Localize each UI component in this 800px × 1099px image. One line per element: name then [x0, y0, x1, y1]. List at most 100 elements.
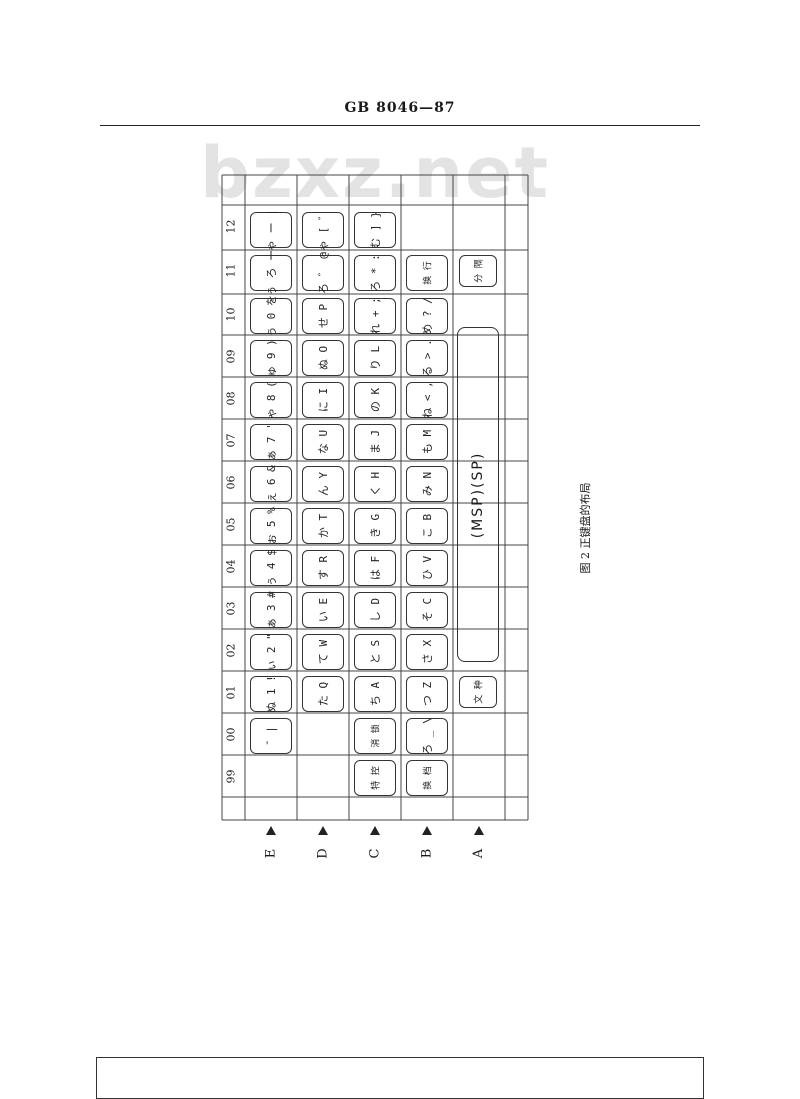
key-c00-xiaosuo[interactable]: 消 锁 — [354, 718, 396, 754]
arrow-up-icon — [266, 826, 276, 835]
space-bar-label: (MSP)(SP) — [470, 451, 486, 538]
key-c07[interactable]: ま J — [354, 424, 396, 460]
col-number-08: 08 — [224, 391, 238, 406]
key-label: す R — [317, 555, 330, 581]
key-label: 消 锁 — [371, 724, 382, 748]
key-b00[interactable]: ろ _ \ — [406, 717, 448, 755]
key-d04[interactable]: す R — [302, 550, 344, 586]
key-d08[interactable]: に I — [302, 382, 344, 418]
space-bar[interactable]: (MSP)(SP) — [457, 327, 499, 662]
key-d10[interactable]: せ P — [302, 298, 344, 334]
key-c10[interactable]: れ + ; — [354, 297, 396, 335]
key-label: せ P — [317, 303, 330, 329]
key-b06[interactable]: み N — [406, 466, 448, 502]
key-e07[interactable]: ぁ 7 ' — [250, 423, 292, 461]
key-d02[interactable]: て W — [302, 634, 344, 670]
key-label: ぅ 4 $ — [265, 549, 278, 587]
key-b01[interactable]: つ Z — [406, 676, 448, 712]
key-label: 分 隔 — [474, 259, 485, 283]
key-label: ¯ | — [264, 726, 278, 746]
col-number-10: 10 — [224, 307, 238, 322]
key-b09[interactable]: る > . — [406, 339, 448, 377]
key-e11[interactable]: ぅ ろ ー — [250, 250, 292, 296]
key-label: ろ ゛ @ — [317, 252, 330, 294]
key-e06[interactable]: ぇ 6 & — [250, 465, 292, 503]
key-d05[interactable]: か T — [302, 508, 344, 544]
key-e04[interactable]: ぅ 4 $ — [250, 549, 292, 587]
key-label: き G — [369, 513, 382, 539]
key-a11-fenge[interactable]: 分 隔 — [459, 255, 497, 287]
key-e09[interactable]: ゅ 9 ) — [250, 339, 292, 377]
key-label: め ? / — [421, 297, 434, 335]
page-header: GB 8046—87 — [344, 100, 456, 116]
key-e12[interactable]: ゃ ー | — [250, 209, 292, 251]
key-label: ね < , — [421, 381, 434, 419]
key-a01-wenzhong[interactable]: 文 种 — [459, 676, 497, 708]
key-d12[interactable]: ゃ [ ゛ — [302, 209, 344, 251]
key-e08[interactable]: ゃ 8 ( — [250, 381, 292, 419]
key-e05[interactable]: ぉ 5 % — [250, 507, 292, 545]
key-b04[interactable]: ひ V — [406, 550, 448, 586]
key-c05[interactable]: き G — [354, 508, 396, 544]
key-b10[interactable]: め ? / — [406, 297, 448, 335]
key-label: み N — [421, 471, 434, 497]
key-e00[interactable]: ¯ | — [250, 718, 292, 754]
key-b03[interactable]: そ C — [406, 592, 448, 628]
key-c06[interactable]: く H — [354, 466, 396, 502]
key-label: 换 档 — [423, 766, 434, 790]
key-label: ぅ 0 を — [265, 295, 278, 337]
arrow-up-icon — [370, 826, 380, 835]
key-label: ゃ [ ゛ — [317, 209, 330, 251]
key-label: ぃ 2 " — [265, 633, 278, 671]
key-label: か T — [317, 513, 330, 539]
key-c02[interactable]: と S — [354, 634, 396, 670]
key-c08[interactable]: の K — [354, 382, 396, 418]
key-e03[interactable]: ぁ 3 # — [250, 591, 292, 629]
key-label: な U — [317, 429, 330, 455]
key-d03[interactable]: い E — [302, 592, 344, 628]
key-label: こ B — [421, 513, 434, 539]
key-label: 特 控 — [371, 766, 382, 790]
key-label: る > . — [421, 339, 434, 377]
key-label: は F — [369, 555, 382, 581]
key-label: の K — [369, 387, 382, 413]
key-c04[interactable]: は F — [354, 550, 396, 586]
key-e01[interactable]: ぬ 1 ! — [250, 675, 292, 713]
key-b11-huanxing[interactable]: 换 行 — [406, 255, 448, 291]
key-d09[interactable]: ぬ O — [302, 340, 344, 376]
key-label: さ X — [421, 639, 434, 665]
key-b08[interactable]: ね < , — [406, 381, 448, 419]
col-number-01: 01 — [224, 685, 238, 700]
key-d01[interactable]: た Q — [302, 676, 344, 712]
row-label-a: A — [471, 848, 487, 859]
key-label: と S — [369, 639, 382, 665]
key-label: 文 种 — [474, 680, 485, 704]
key-d07[interactable]: な U — [302, 424, 344, 460]
key-label: ぉ 5 % — [265, 507, 278, 545]
key-b02[interactable]: さ X — [406, 634, 448, 670]
key-label: し D — [369, 597, 382, 623]
key-label: 换 行 — [423, 261, 434, 285]
key-e02[interactable]: ぃ 2 " — [250, 633, 292, 671]
watermark: bzxz.net — [200, 132, 551, 214]
key-c99-zhuankong[interactable]: 特 控 — [354, 760, 396, 796]
key-label: つ Z — [421, 681, 434, 707]
key-label: ぇ 6 & — [265, 465, 278, 503]
key-label: ぁ 3 # — [265, 591, 278, 629]
key-label: ま J — [369, 429, 382, 455]
key-label: ぬ 1 ! — [265, 675, 278, 713]
key-b05[interactable]: こ B — [406, 508, 448, 544]
col-number-00: 00 — [224, 727, 238, 742]
key-e10[interactable]: ぅ 0 を — [250, 295, 292, 337]
key-c01[interactable]: ち A — [354, 676, 396, 712]
key-c11[interactable]: ろ * : — [354, 254, 396, 292]
header-rule — [100, 125, 700, 126]
key-d11[interactable]: ろ ゛ @ — [302, 252, 344, 294]
key-c09[interactable]: り L — [354, 340, 396, 376]
key-b07[interactable]: も M — [406, 424, 448, 460]
arrow-up-icon — [422, 826, 432, 835]
key-d06[interactable]: ん Y — [302, 466, 344, 502]
key-c03[interactable]: し D — [354, 592, 396, 628]
key-b99-huandang[interactable]: 换 档 — [406, 760, 448, 796]
key-c12[interactable]: む ] } — [354, 211, 396, 249]
